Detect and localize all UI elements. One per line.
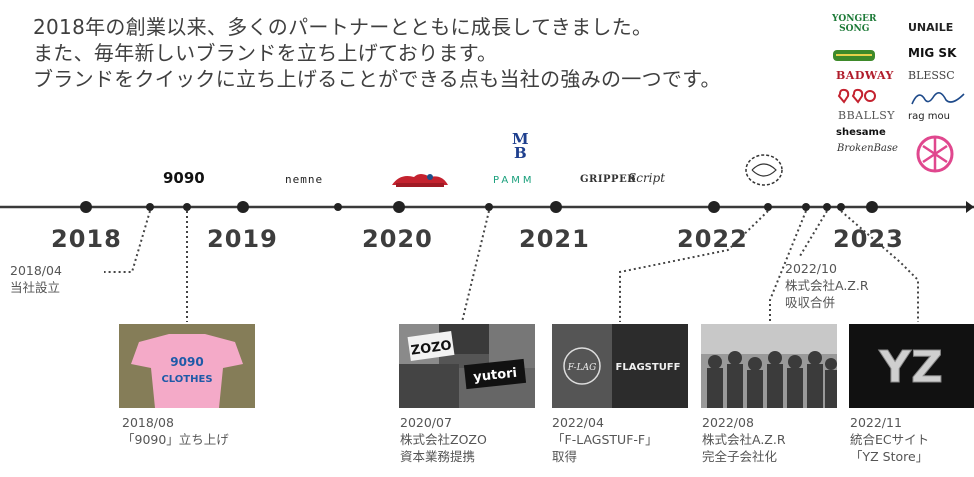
event-2018-08: 2018/08 「9090」立ち上げ [122, 414, 229, 448]
brand-logo-ms-bottom: B [513, 144, 527, 162]
yz-word: YZ [878, 342, 943, 393]
photo-azr-team [701, 324, 837, 408]
event-2022-08-desc: 株式会社A.Z.R [702, 432, 786, 447]
brand-logo-brokenbase: BrokenBase [837, 143, 898, 154]
brand-logo-ms: M B [512, 130, 529, 162]
brand-logo-shesame: shesame [836, 127, 886, 138]
event-dot-2022-11 [837, 203, 845, 211]
year-dot-2018 [80, 201, 92, 213]
brand-logo-gripper: GRIPPER [580, 174, 636, 185]
event-2018-04-date: 2018/04 [10, 263, 62, 278]
event-2022-10-date: 2022/10 [785, 261, 837, 276]
flagstuff-word: FLAGSTUFF [616, 362, 681, 373]
brand-logo-unailed: UNAILE [908, 21, 954, 34]
brand-logo-script: Script [628, 171, 666, 185]
brand-logo-red-hearts [837, 88, 876, 104]
event-2018-04: 2018/04 当社設立 [10, 262, 62, 296]
brand-logo-migi: MIG SK [908, 46, 957, 60]
brand-logo-9090: 9090 [163, 169, 205, 187]
year-dot-2023 [866, 201, 878, 213]
brand-logo-green-wordmark [833, 50, 875, 61]
brand-logo-younger-song: YONGER SONG [832, 14, 877, 34]
connector-2022-04 [619, 210, 769, 322]
event-2022-04-desc-2: 取得 [552, 449, 578, 464]
brand-logo-ragmou: rag mou [908, 111, 950, 122]
svg-text:F-LAG: F-LAG [567, 363, 597, 373]
event-dot-2018-08 [183, 203, 191, 211]
event-2020-07: 2020/07 株式会社ZOZO 資本業務提携 [400, 414, 487, 465]
event-2022-11: 2022/11 統合ECサイト 「YZ Store」 [850, 414, 929, 465]
year-label-2021: 2021 [519, 225, 590, 253]
year-label-2019: 2019 [207, 225, 278, 253]
brand-logo-bballsy: BBALLSY [838, 109, 896, 122]
event-dot-2022-10 [823, 203, 831, 211]
intro-line-1: 2018年の創業以来、多くのパートナーとともに成長してきました。 [33, 15, 653, 39]
connector-2022-10 [799, 210, 828, 257]
zozo-word: ZOZO [410, 338, 453, 359]
event-dot-2020-07 [485, 203, 493, 211]
year-label-2020: 2020 [362, 225, 433, 253]
svg-text:CLOTHES: CLOTHES [161, 374, 212, 385]
connector-2018-04 [104, 210, 151, 273]
event-dot-2022-04 [764, 203, 772, 211]
event-2022-08-desc-2: 完全子会社化 [702, 449, 778, 464]
event-2022-10-desc-2: 吸収合併 [785, 295, 836, 310]
event-2022-04-desc: 「F-LAGSTUF-F」 [552, 432, 658, 447]
event-2020-07-desc: 株式会社ZOZO [400, 432, 487, 447]
photo-9090-tshirt: 9090 CLOTHES [119, 324, 255, 408]
year-label-2022: 2022 [677, 225, 748, 253]
brand-logo-younger-song-line2: SONG [839, 24, 870, 34]
event-2022-08-date: 2022/08 [702, 415, 754, 430]
intro-line-3: ブランドをクイックに立ち上げることができる点も当社の強みの一つです。 [33, 67, 721, 91]
brand-logo-badway: BADWAY [836, 69, 894, 82]
year-dot-2021 [550, 201, 562, 213]
event-2020-07-date: 2020/07 [400, 415, 452, 430]
event-dot-2022-08 [802, 203, 810, 211]
photo-zozo-yutori: ZOZO yutori [399, 324, 535, 408]
brand-logo-circle-badge [745, 154, 783, 186]
yutori-word: yutori [473, 366, 518, 385]
year-dot-2022 [708, 201, 720, 213]
event-2020-07-desc-2: 資本業務提携 [400, 449, 476, 464]
connector-2022-08 [769, 210, 807, 322]
intro-text: 2018年の創業以来、多くのパートナーとともに成長してきました。 また、毎年新し… [33, 14, 823, 92]
svg-text:9090: 9090 [170, 355, 203, 369]
brand-logo-ms-top: M [512, 130, 529, 148]
brand-logo-pamm: PAMM [493, 175, 535, 186]
brand-logo-bless: BLESSC [908, 69, 955, 82]
year-label-2023: 2023 [833, 225, 904, 253]
year-dot-2020 [393, 201, 405, 213]
photo-flagstuff: F-LAG FLAGSTUFF [552, 324, 688, 408]
event-2022-04: 2022/04 「F-LAGSTUF-F」 取得 [552, 414, 658, 465]
event-2022-11-desc-2: 「YZ Store」 [850, 449, 929, 464]
event-dot-2019-mid [334, 203, 342, 211]
brand-logo-pink-mark [916, 135, 954, 173]
year-label-2018: 2018 [51, 225, 122, 253]
intro-line-2: また、毎年新しいブランドを立ち上げております。 [33, 41, 498, 65]
brand-logo-nemne: nemne [285, 173, 324, 186]
timeline-arrow [966, 201, 974, 213]
event-2022-10-desc: 株式会社A.Z.R [785, 278, 869, 293]
event-2022-04-date: 2022/04 [552, 415, 604, 430]
event-2018-08-desc: 「9090」立ち上げ [122, 432, 229, 447]
brand-logo-red-mark [392, 174, 448, 187]
event-2018-04-desc: 当社設立 [10, 280, 61, 295]
brand-logo-script-2 [911, 92, 965, 105]
photo-yz-store: YZ [849, 324, 974, 408]
connector-2020-07 [461, 210, 490, 323]
brand-logo-younger-song-line1: YONGER [832, 14, 877, 24]
event-2018-08-date: 2018/08 [122, 415, 174, 430]
event-2022-10: 2022/10 株式会社A.Z.R 吸収合併 [785, 260, 869, 311]
connector-2022-11 [840, 210, 919, 322]
event-2022-08: 2022/08 株式会社A.Z.R 完全子会社化 [702, 414, 786, 465]
event-2022-11-date: 2022/11 [850, 415, 902, 430]
year-dot-2019 [237, 201, 249, 213]
event-2022-11-desc: 統合ECサイト [850, 432, 930, 447]
event-dot-2018-04 [146, 203, 154, 211]
